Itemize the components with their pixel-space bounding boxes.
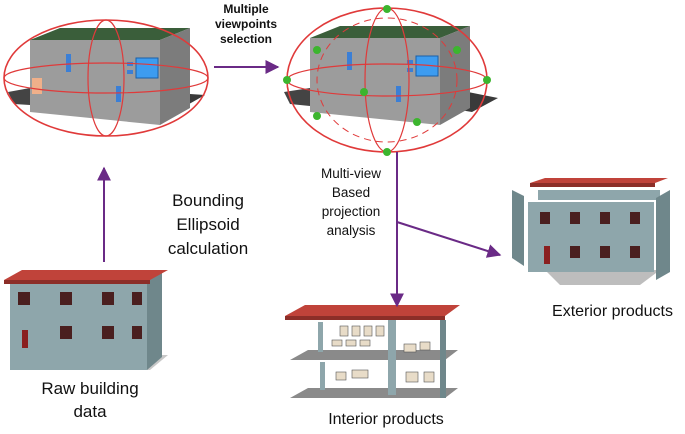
label-bounding-ellipsoid: Bounding Ellipsoid calculation xyxy=(148,189,268,261)
flow-arrows xyxy=(97,60,502,308)
bounding-ellipsoid-model xyxy=(3,19,209,137)
label-line: Bounding xyxy=(172,191,244,210)
label-line: viewpoints xyxy=(214,17,277,31)
arrow-branch-to-exterior xyxy=(396,221,502,258)
exterior-products-model xyxy=(512,178,670,285)
label-line: Multi-view xyxy=(320,166,381,181)
label-line: Multiple xyxy=(223,2,269,16)
label-line: calculation xyxy=(167,239,249,258)
label-line: selection xyxy=(219,32,273,46)
label-interior-products: Interior products xyxy=(328,411,444,428)
label-line: projection xyxy=(321,204,381,219)
label-line: data xyxy=(73,402,107,421)
label-multiple-viewpoints: Multiple viewpoints selection xyxy=(196,2,296,47)
raw-building-model xyxy=(4,270,168,370)
label-line: Based xyxy=(331,185,371,200)
viewpoint-ellipsoid-model xyxy=(283,5,498,156)
label-exterior-products: Exterior products xyxy=(552,303,673,320)
label-multiview-projection: Multi-view Based projection analysis xyxy=(296,164,406,240)
interior-products-model xyxy=(285,305,460,398)
label-line: analysis xyxy=(326,223,376,238)
label-line: Raw building xyxy=(41,379,139,398)
label-raw-building: Raw building data xyxy=(20,377,160,423)
label-line: Ellipsoid xyxy=(176,215,240,234)
